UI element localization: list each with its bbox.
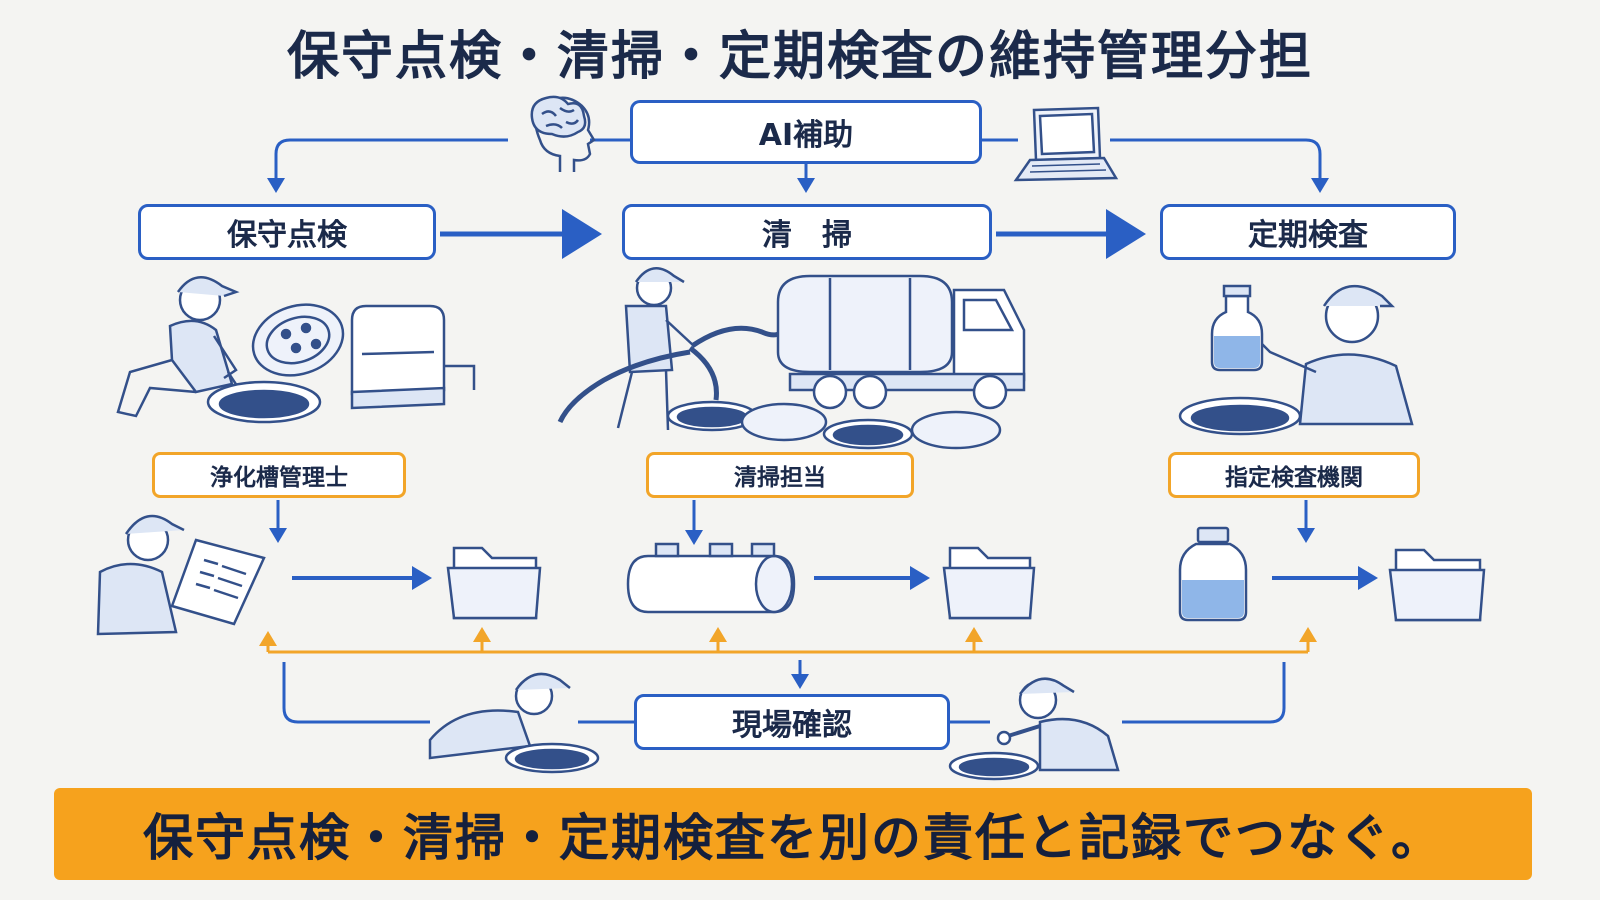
site-check-label: 現場確認	[732, 708, 852, 743]
folder-icon	[446, 546, 542, 620]
worker-icon	[428, 672, 571, 760]
site-check-left-scene	[428, 672, 600, 774]
worker-icon	[116, 276, 260, 419]
ai-assist-label: AI補助	[758, 118, 854, 153]
stage-maintenance-label: 保守点検	[227, 218, 347, 253]
role-maintenance-box: 浄化槽管理士	[152, 452, 406, 498]
maintenance-scene	[116, 276, 476, 424]
stage-cleaning-label: 清 掃	[762, 218, 852, 253]
ai-to-maintenance-arrow	[267, 138, 508, 193]
manhole-icon	[1178, 396, 1302, 436]
manhole-cover-icon	[740, 402, 1002, 450]
clipboard-icon	[170, 538, 266, 626]
manhole-cover-icon	[251, 303, 345, 377]
role-inspection-label: 指定検査機関	[1225, 465, 1363, 491]
worker-icon	[1018, 677, 1120, 772]
site-check-right-scene	[948, 677, 1120, 781]
stage-inspection-box: 定期検査	[1160, 204, 1456, 260]
tank-icon	[626, 542, 796, 614]
record-arrows	[269, 500, 1315, 545]
blower-icon	[350, 304, 476, 410]
ai-to-inspection-arrow	[1110, 138, 1329, 193]
manhole-icon	[948, 751, 1040, 781]
vacuum-truck-icon	[776, 274, 1026, 410]
role-cleaning-label: 清掃担当	[734, 465, 826, 491]
role-inspection-box: 指定検査機関	[1168, 452, 1420, 498]
ai-connectors	[267, 138, 1329, 193]
cleaning-scene	[557, 267, 1026, 450]
checklist-scene	[96, 514, 266, 636]
worker-icon	[96, 514, 185, 636]
stage-inspection-label: 定期検査	[1248, 218, 1368, 253]
stage-maintenance-box: 保守点検	[138, 204, 436, 260]
flashlight-icon	[996, 724, 1041, 746]
summary-banner: 保守点検・清掃・定期検査を別の責任と記録でつなぐ。	[54, 788, 1532, 880]
sample-bottle-icon	[1178, 526, 1248, 622]
page-title: 保守点検・清掃・定期検査の維持管理分担	[286, 27, 1313, 87]
worker-icon	[616, 267, 695, 431]
role-maintenance-label: 浄化槽管理士	[210, 465, 348, 491]
folder-icon	[1388, 548, 1486, 622]
manhole-icon	[504, 742, 600, 774]
site-check-left-line	[282, 662, 430, 724]
inspection-scene	[1178, 284, 1414, 436]
sample-bottle-icon	[1210, 284, 1264, 372]
hose-icon	[557, 345, 719, 424]
ai-assist-box: AI補助	[630, 100, 982, 164]
feedback-loop	[259, 627, 1317, 654]
role-cleaning-box: 清掃担当	[646, 452, 914, 498]
folder-icon	[942, 546, 1036, 620]
site-check-right-line	[1122, 662, 1286, 724]
site-check-connectors	[282, 660, 1286, 724]
manhole-icon	[666, 400, 914, 450]
worker-icon	[1257, 284, 1414, 426]
stage-cleaning-box: 清 掃	[622, 204, 992, 260]
site-check-box: 現場確認	[634, 694, 950, 750]
brain-head-icon	[530, 95, 596, 172]
summary-banner-text: 保守点検・清掃・定期検査を別の責任と記録でつなぐ。	[143, 809, 1443, 867]
laptop-icon	[1013, 106, 1119, 182]
manhole-icon	[206, 380, 322, 424]
